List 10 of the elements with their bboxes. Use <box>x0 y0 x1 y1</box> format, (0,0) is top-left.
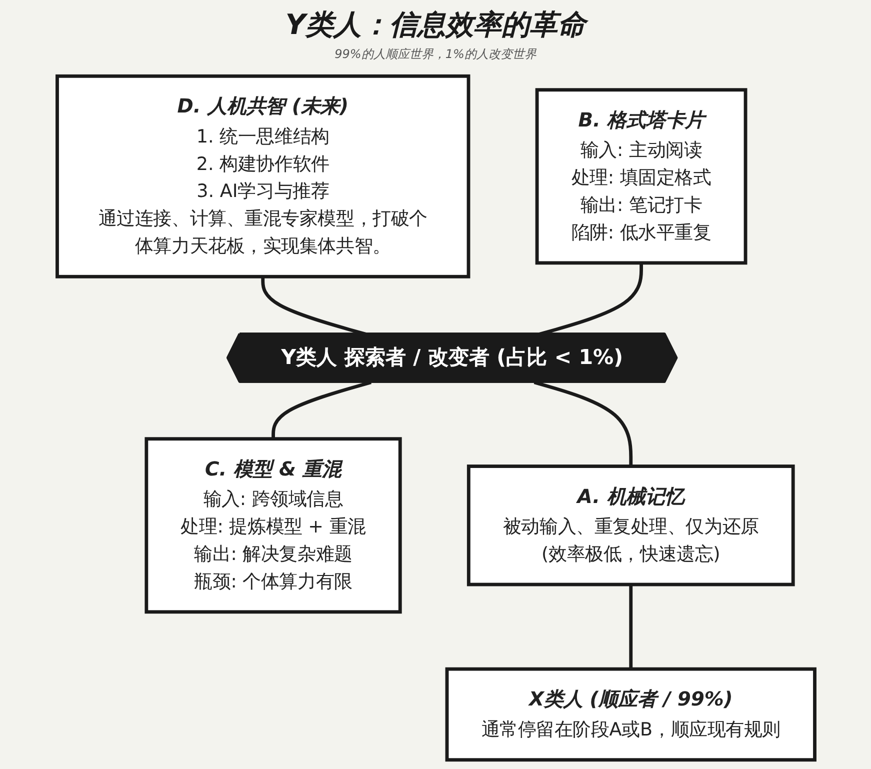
node-box: A. 机械记忆 被动输入、重复处理、仅为还原 (效率极低，快速遗忘) <box>466 464 794 586</box>
node-box: D. 人机共智 (未来) 1. 统一思维结构 2. 构建协作软件 3. AI学习与推荐 通过连接、计算、重混专家模型，打破个体算力天花板，实现集体共智。 <box>55 74 470 278</box>
node-box: X类人 (顺应者 / 99%) 通常停留在阶段A或B，顺应现有规则 <box>444 667 816 762</box>
subtitle: 99%的人顺应世界，1%的人改变世界 <box>334 46 536 63</box>
connector <box>533 380 632 466</box>
node-box: C. 模型 & 重混 输入: 跨领域信息 处理: 提炼模型 + 重混 输出: 解决复杂难题 瓶颈: 个体算力有限 <box>144 437 402 614</box>
node-box: B. 格式塔卡片 输入: 主动阅读 处理: 填固定格式 输出: 笔记打卡 陷阱: 低水平重复 <box>534 88 747 265</box>
connector <box>271 380 371 439</box>
diagram-title: Y类人：信息效率的革命 <box>285 6 586 44</box>
connector <box>628 584 632 670</box>
